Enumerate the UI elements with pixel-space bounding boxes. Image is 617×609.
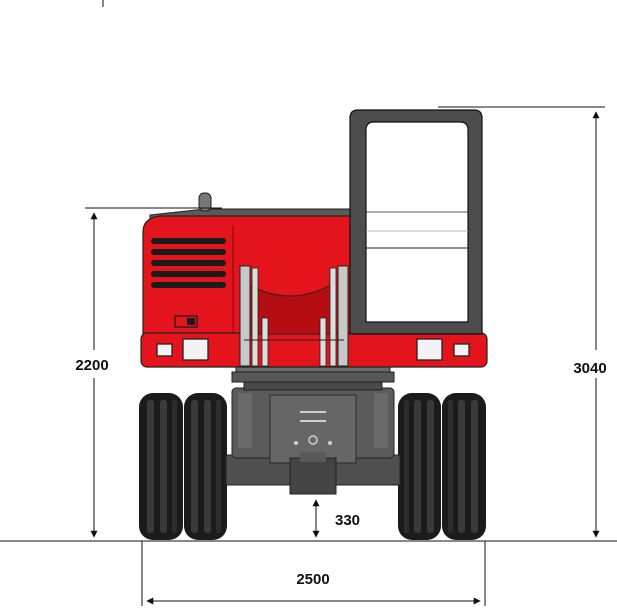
dimension-2200: 2200 (75, 207, 222, 538)
right-small-light (453, 343, 470, 357)
slewing-ring (231, 363, 395, 391)
engine-grille (151, 238, 226, 288)
dimension-2500-label: 2500 (296, 571, 329, 588)
dimension-2500: 2500 (141, 541, 486, 606)
dimension-3040-label: 3040 (573, 360, 606, 377)
operator-cab (349, 109, 483, 335)
dimension-330: 330 (312, 499, 360, 538)
dimension-2200-label: 2200 (75, 357, 108, 374)
left-inner-tire (184, 393, 227, 540)
dimension-3040: 3040 (438, 106, 607, 538)
right-inner-tire (398, 393, 441, 540)
right-big-light (416, 338, 443, 361)
left-big-light (182, 338, 209, 361)
excavator (139, 109, 488, 540)
left-small-light (156, 343, 173, 357)
boom-mount (239, 265, 349, 367)
left-outer-tire (139, 393, 183, 540)
undercarriage (225, 387, 401, 495)
right-outer-tire (442, 393, 486, 540)
dimension-330-label: 330 (335, 512, 360, 529)
